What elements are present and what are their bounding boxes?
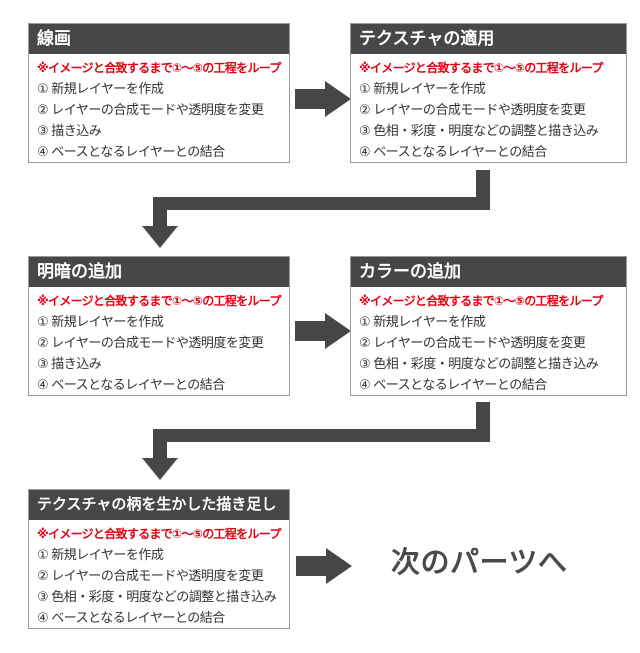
loop-note: ※イメージと合致するまで①〜⑤の工程をループ — [37, 294, 281, 308]
step-box-texture-apply-body: ※イメージと合致するまで①〜⑤の工程をループ ① 新規レイヤーを作成 ② レイヤ… — [351, 54, 626, 162]
step-item: ④ ベースとなるレイヤーとの結合 — [37, 377, 225, 392]
step-item: ③ 描き込み — [37, 123, 102, 138]
step-item: ③ 色相・彩度・明度などの調整と描き込み — [359, 123, 599, 138]
arrow-shaft — [296, 556, 326, 576]
step-box-color: カラーの追加 ※イメージと合致するまで①〜⑤の工程をループ ① 新規レイヤーを作… — [350, 256, 627, 396]
step-box-texture-detail: テクスチャの柄を生かした描き足し ※イメージと合致するまで①〜⑤の工程をループ … — [28, 489, 290, 629]
loop-note: ※イメージと合致するまで①〜⑤の工程をループ — [37, 527, 281, 541]
arrow-tip — [326, 548, 352, 584]
arrow-right-icon — [296, 548, 352, 584]
step-item: ② レイヤーの合成モードや透明度を変更 — [37, 568, 264, 583]
step-item: ① 新規レイヤーを作成 — [359, 81, 486, 96]
elbow-segment-horizontal — [153, 429, 490, 442]
elbow-segment-descender — [153, 197, 167, 226]
next-parts-label: 次のパーツへ — [391, 547, 568, 579]
arrow-shaft — [295, 89, 325, 109]
elbow-segment-horizontal — [153, 197, 490, 210]
step-item: ② レイヤーの合成モードや透明度を変更 — [359, 102, 586, 117]
step-item: ① 新規レイヤーを作成 — [37, 547, 164, 562]
step-box-texture-detail-body: ※イメージと合致するまで①〜⑤の工程をループ ① 新規レイヤーを作成 ② レイヤ… — [29, 520, 289, 628]
arrow-down-tip — [142, 458, 178, 480]
loop-note: ※イメージと合致するまで①〜⑤の工程をループ — [359, 294, 603, 308]
step-item: ③ 色相・彩度・明度などの調整と描き込み — [359, 356, 599, 371]
arrow-right-icon — [295, 81, 351, 117]
loop-note: ※イメージと合致するまで①〜⑤の工程をループ — [37, 61, 281, 75]
arrow-tip — [325, 313, 351, 349]
arrow-down-tip — [142, 226, 178, 248]
step-box-shading-body: ※イメージと合致するまで①〜⑤の工程をループ ① 新規レイヤーを作成 ② レイヤ… — [29, 287, 289, 395]
arrow-shaft — [295, 321, 325, 341]
step-item: ① 新規レイヤーを作成 — [37, 314, 164, 329]
step-item: ④ ベースとなるレイヤーとの結合 — [37, 610, 225, 625]
step-box-lineart: 線画 ※イメージと合致するまで①〜⑤の工程をループ ① 新規レイヤーを作成 ② … — [28, 23, 290, 163]
arrow-right-icon — [295, 313, 351, 349]
step-box-color-title: カラーの追加 — [351, 257, 626, 287]
step-item: ③ 色相・彩度・明度などの調整と描き込み — [37, 589, 277, 604]
step-item: ③ 描き込み — [37, 356, 102, 371]
step-box-texture-detail-title: テクスチャの柄を生かした描き足し — [29, 490, 289, 520]
step-box-shading: 明暗の追加 ※イメージと合致するまで①〜⑤の工程をループ ① 新規レイヤーを作成… — [28, 256, 290, 396]
loop-note: ※イメージと合致するまで①〜⑤の工程をループ — [359, 61, 603, 75]
step-box-color-body: ※イメージと合致するまで①〜⑤の工程をループ ① 新規レイヤーを作成 ② レイヤ… — [351, 287, 626, 395]
step-box-texture-apply-title: テクスチャの適用 — [351, 24, 626, 54]
step-box-lineart-title: 線画 — [29, 24, 289, 54]
arrow-tip — [325, 81, 351, 117]
step-item: ① 新規レイヤーを作成 — [359, 314, 486, 329]
elbow-segment-descender — [153, 429, 167, 458]
step-item: ④ ベースとなるレイヤーとの結合 — [37, 144, 225, 159]
step-item: ④ ベースとなるレイヤーとの結合 — [359, 377, 547, 392]
step-item: ② レイヤーの合成モードや透明度を変更 — [37, 102, 264, 117]
step-box-shading-title: 明暗の追加 — [29, 257, 289, 287]
step-item: ① 新規レイヤーを作成 — [37, 81, 164, 96]
step-box-lineart-body: ※イメージと合致するまで①〜⑤の工程をループ ① 新規レイヤーを作成 ② レイヤ… — [29, 54, 289, 162]
step-item: ② レイヤーの合成モードや透明度を変更 — [359, 335, 586, 350]
step-item: ② レイヤーの合成モードや透明度を変更 — [37, 335, 264, 350]
step-box-texture-apply: テクスチャの適用 ※イメージと合致するまで①〜⑤の工程をループ ① 新規レイヤー… — [350, 23, 627, 163]
step-item: ④ ベースとなるレイヤーとの結合 — [359, 144, 547, 159]
